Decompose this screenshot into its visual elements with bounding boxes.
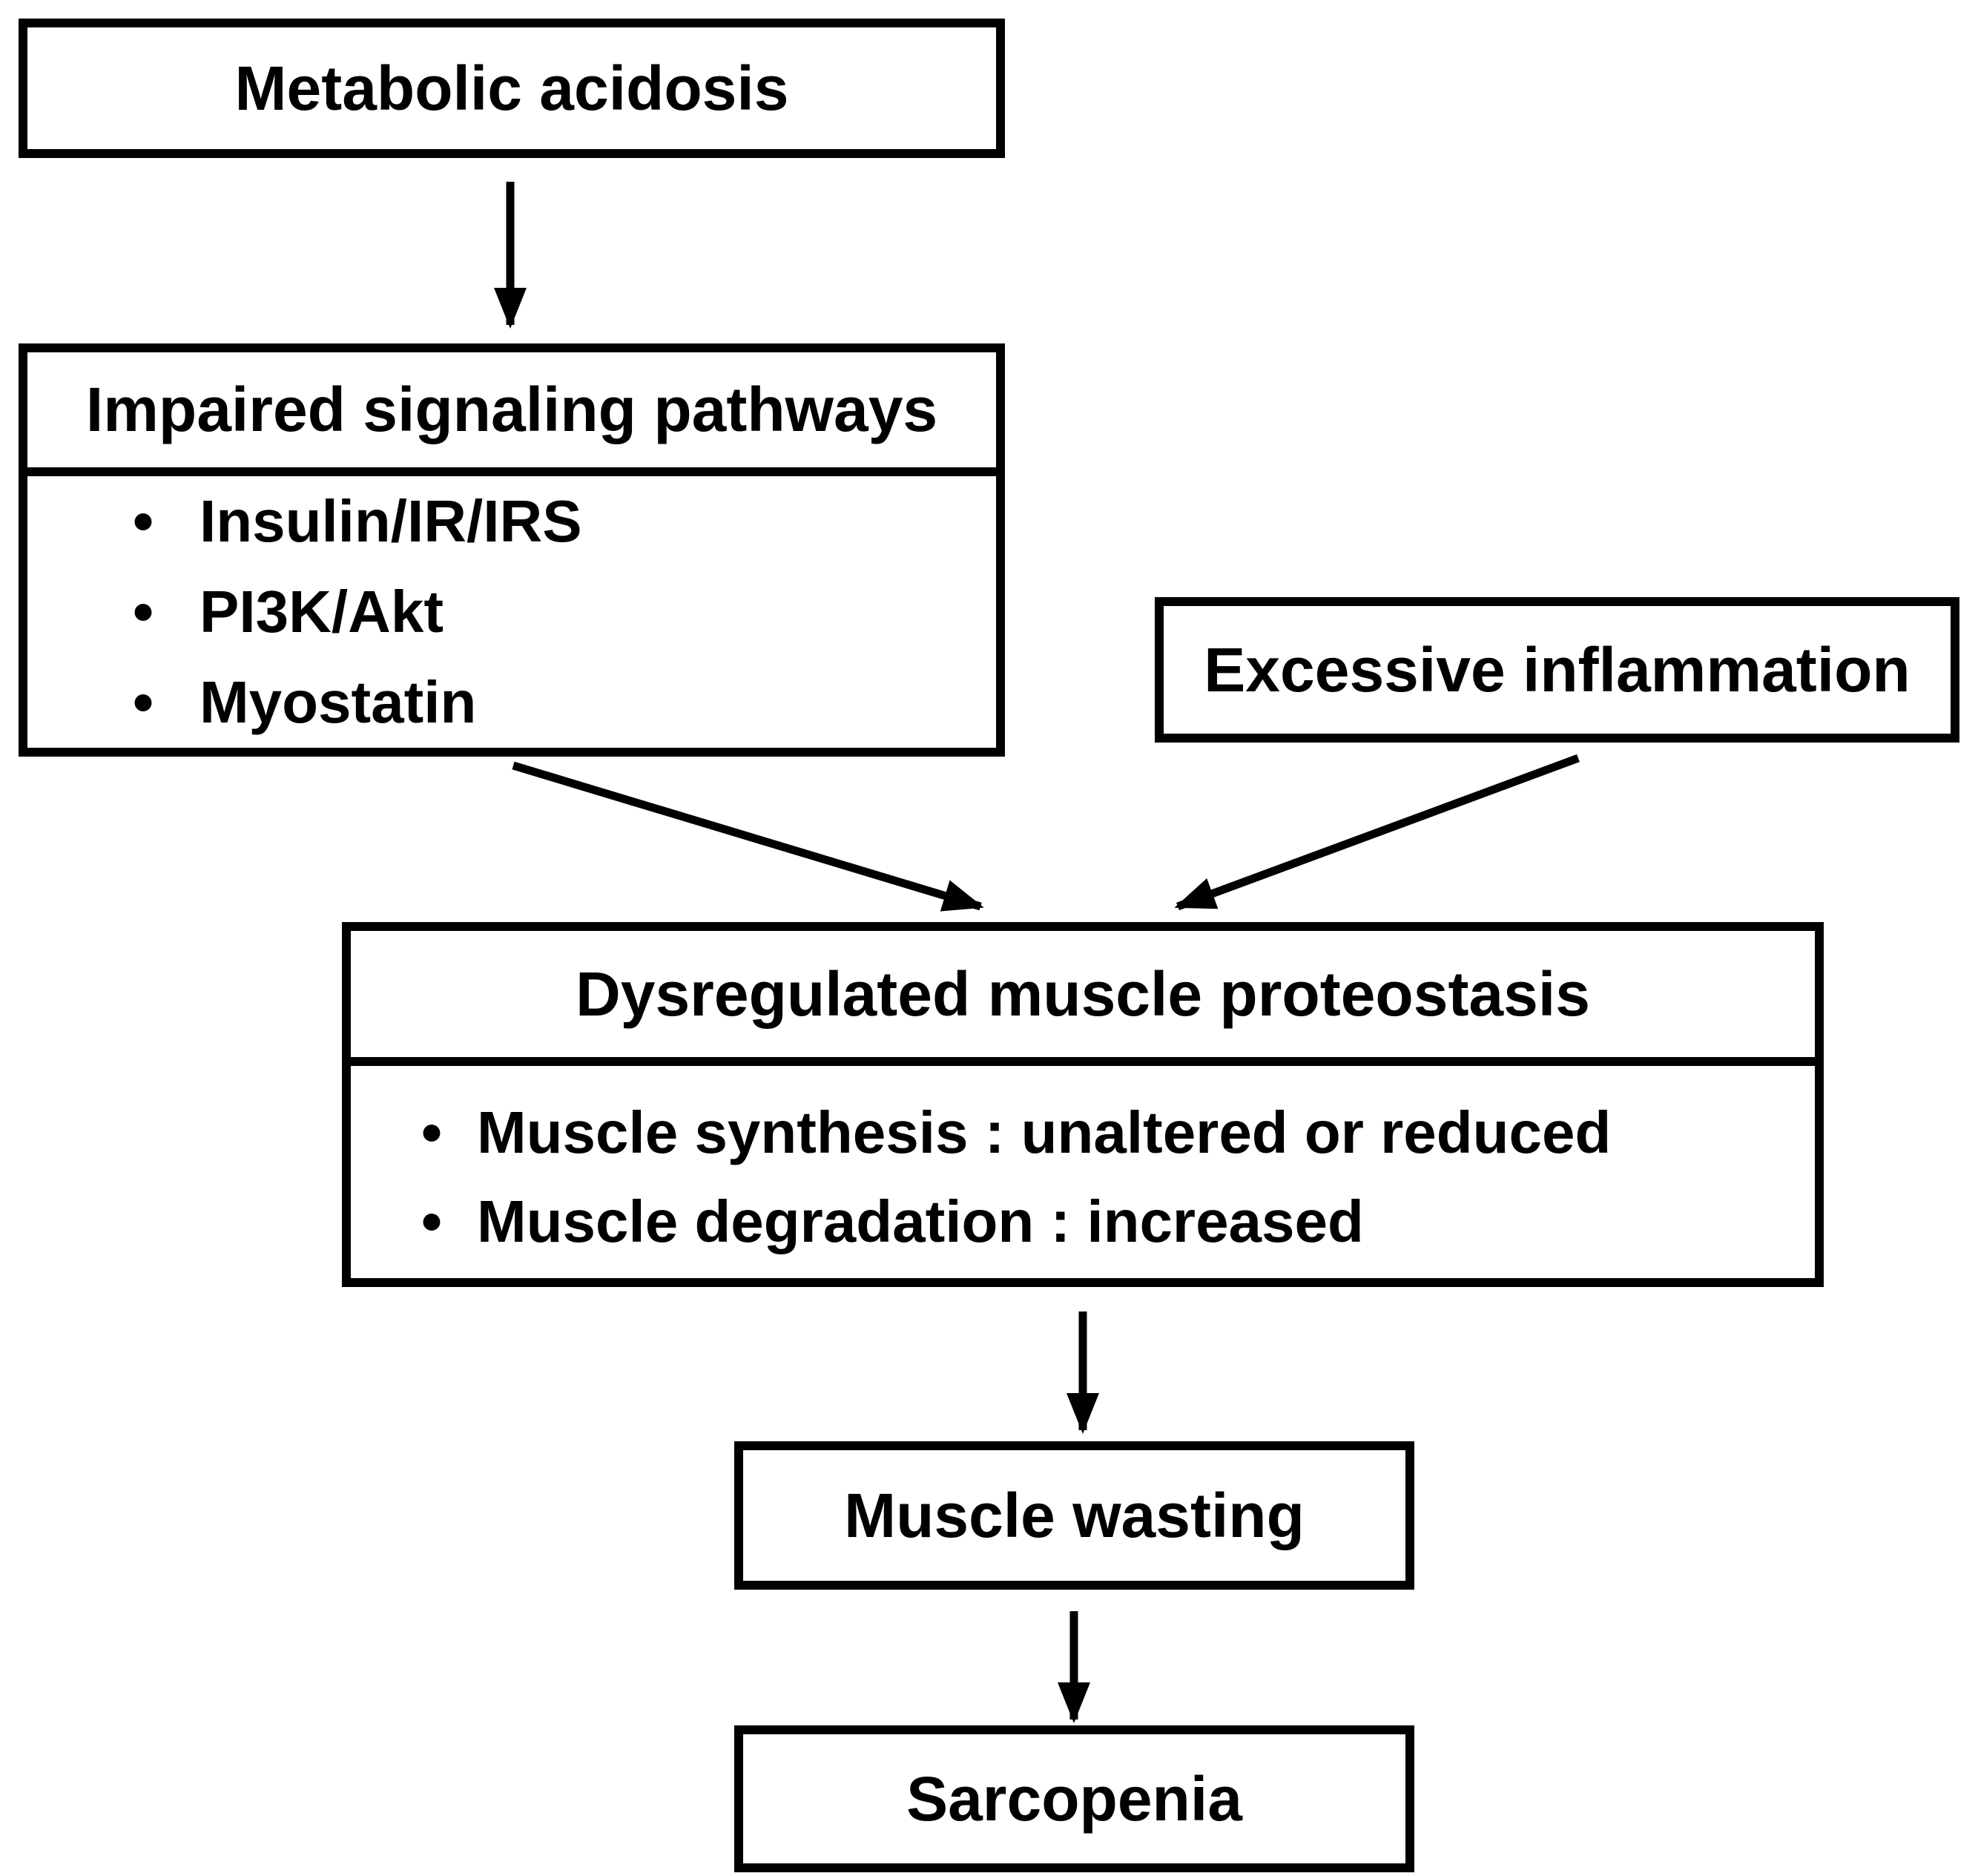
bullet-item: Myostatin [27,657,996,748]
bullet-item: Muscle synthesis : unaltered or reduced [351,1088,1815,1177]
node-sarcopenia-title: Sarcopenia [906,1763,1242,1834]
node-muscle-wasting-title: Muscle wasting [844,1480,1305,1550]
node-metabolic-acidosis-title: Metabolic acidosis [234,53,789,123]
impaired-signaling-bullet-list: Insulin/IR/IRS PI3K/Akt Myostatin [27,476,996,748]
node-dysregulated-muscle-proteostasis: Dysregulated muscle proteostasis Muscle … [342,922,1824,1287]
arrow-inflammation-to-proteostasis [1174,754,1580,911]
node-excessive-inflammation: Excessive inflammation [1155,597,1959,743]
node-impaired-signaling-pathways: Impaired signaling pathways Insulin/IR/I… [19,343,1005,757]
node-impaired-signaling-pathways-title: Impaired signaling pathways [85,375,938,445]
node-excessive-inflammation-title: Excessive inflammation [1204,634,1911,705]
node-impaired-signaling-pathways-header: Impaired signaling pathways [27,352,996,476]
node-sarcopenia: Sarcopenia [734,1725,1414,1872]
node-dysregulated-muscle-proteostasis-header: Dysregulated muscle proteostasis [351,931,1815,1066]
node-metabolic-acidosis: Metabolic acidosis [19,19,1005,158]
proteostasis-bullet-list: Muscle synthesis : unaltered or reduced … [351,1066,1815,1278]
arrow-impaired-to-proteostasis [512,761,984,912]
node-dysregulated-muscle-proteostasis-title: Dysregulated muscle proteostasis [576,958,1590,1029]
bullet-item: Insulin/IR/IRS [27,476,996,567]
bullet-item: Muscle degradation : increased [351,1177,1815,1266]
bullet-item: PI3K/Akt [27,567,996,657]
node-muscle-wasting: Muscle wasting [734,1441,1414,1590]
